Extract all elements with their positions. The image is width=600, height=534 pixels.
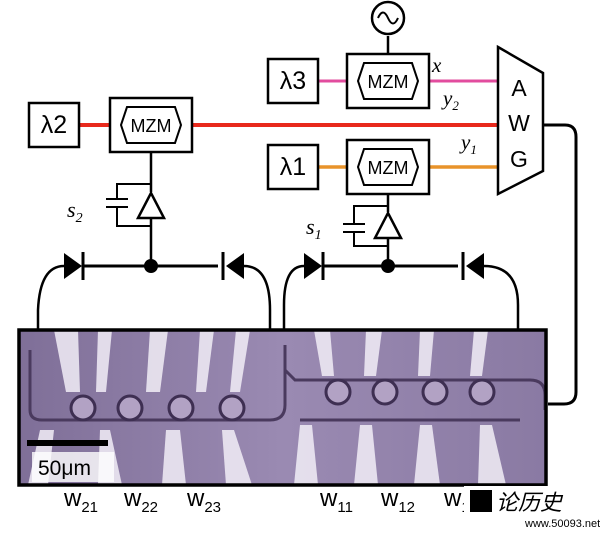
microring-w12 (371, 378, 399, 406)
mzm-lambda3: MZM (345, 52, 431, 110)
junction-node-1 (381, 259, 395, 273)
mzm-lambda2: MZM (108, 96, 194, 154)
laser-lambda1-label: λ1 (280, 153, 306, 181)
microring-w23 (167, 394, 195, 422)
amplifier-2-icon (135, 190, 167, 220)
photodiode-12-icon (466, 253, 484, 279)
signal-y2-label: y2 (441, 86, 459, 113)
capacitor-s1-label: s1 (306, 214, 322, 243)
capacitor-s2-label: s2 (67, 197, 83, 226)
photodiode-11-icon (304, 253, 322, 279)
awg-letter-g: G (510, 146, 528, 172)
microring-w13 (421, 378, 449, 406)
watermark-logo-text: 论历史 (496, 491, 564, 516)
chip-micrograph: 50μm (17, 328, 548, 487)
awg-output-waveguide (543, 123, 578, 406)
driver-circuit-1: s1 (282, 194, 520, 330)
laser-lambda2-label: λ2 (41, 111, 67, 139)
weight-label-w22: w22 (123, 485, 158, 516)
microring-w11 (324, 378, 352, 406)
laser-lambda3-label: λ3 (280, 67, 306, 95)
watermark: 论历史 www.50093.net (464, 486, 600, 534)
microring-w14 (468, 378, 496, 406)
laser-lambda3: λ3 (266, 57, 320, 105)
awg-letter-w: W (508, 110, 530, 136)
mzm-lambda1: MZM (345, 138, 431, 196)
laser-lambda2: λ2 (27, 101, 81, 149)
mzm-lambda2-label: MZM (131, 116, 172, 136)
mzm-lambda3-label: MZM (368, 72, 409, 92)
sine-source-icon (370, 0, 406, 36)
watermark-url: www.50093.net (524, 518, 600, 530)
microring-w22 (116, 394, 144, 422)
awg-letter-a: A (511, 75, 527, 101)
photodiode-22-icon (226, 253, 244, 279)
weight-label-w21: w21 (63, 485, 98, 516)
weight-label-w23: w23 (186, 485, 221, 516)
signal-y1-label: y1 (459, 130, 477, 157)
microring-w24 (218, 394, 246, 422)
amplifier-1-icon (372, 210, 404, 240)
photodiode-21-icon (64, 253, 82, 279)
mzm-lambda1-label: MZM (368, 158, 409, 178)
awg: A W G (496, 44, 545, 197)
watermark-logo-icon (470, 490, 492, 512)
scale-bar-label: 50μm (38, 457, 91, 480)
signal-x-label: x (431, 53, 442, 77)
driver-circuit-2: s2 (36, 152, 272, 330)
microring-w21 (69, 394, 97, 422)
weight-label-w11: w11 (319, 485, 353, 516)
laser-lambda1: λ1 (266, 143, 320, 191)
weight-label-w12: w12 (380, 485, 415, 516)
junction-node-2 (144, 259, 158, 273)
scale-bar (27, 440, 108, 446)
